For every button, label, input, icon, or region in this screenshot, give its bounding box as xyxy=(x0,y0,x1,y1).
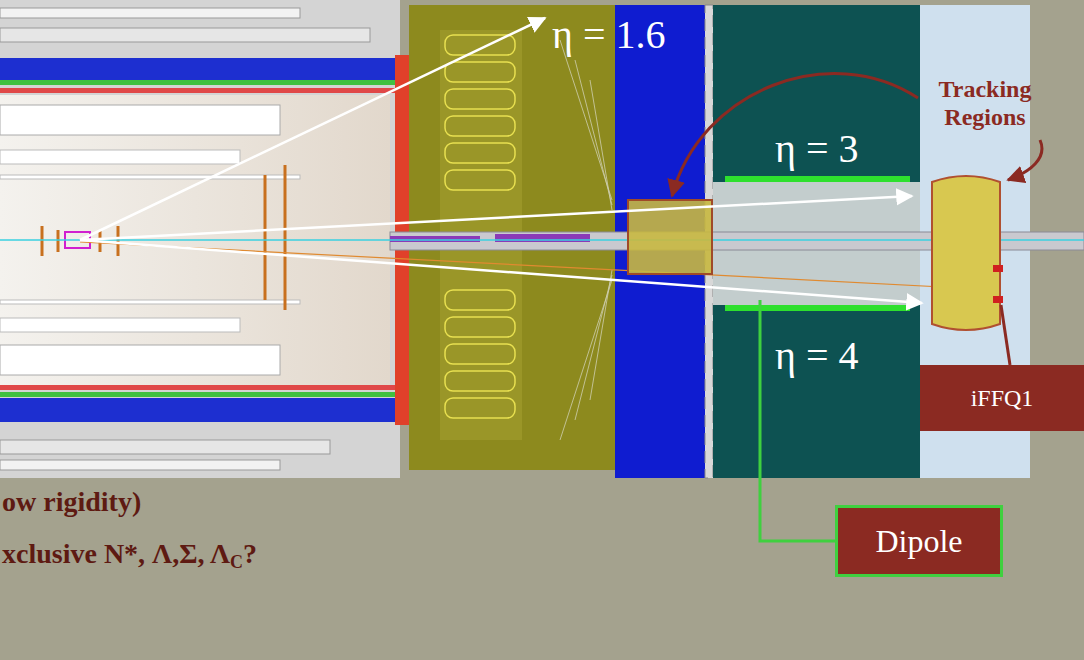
magnet-box: iFFQ1 xyxy=(920,365,1084,431)
magnet-mark xyxy=(993,296,1003,303)
vertex-layer xyxy=(57,230,60,252)
beam-line xyxy=(0,239,1084,241)
cell xyxy=(445,170,515,190)
red-layer xyxy=(0,88,395,93)
cell xyxy=(445,62,515,82)
green-layer xyxy=(0,392,395,397)
eta-ray xyxy=(80,196,912,240)
outer-bar xyxy=(0,440,330,454)
box-label: Dipole xyxy=(875,523,962,560)
pipe-element xyxy=(390,236,480,242)
vertex-layer xyxy=(41,226,44,256)
hatched-cells xyxy=(445,35,515,418)
callout-arrow xyxy=(672,74,918,196)
disk-layer xyxy=(264,175,267,300)
outer-bar xyxy=(0,8,300,18)
eta-label: η = 4 xyxy=(775,333,858,379)
tracker-bar xyxy=(0,345,280,375)
barrel-ground xyxy=(0,0,400,478)
outer-bar xyxy=(0,460,280,470)
bullet-text: ow rigidity) xyxy=(2,486,141,518)
wire xyxy=(590,270,612,400)
green-edge xyxy=(725,305,910,311)
disk-layer xyxy=(284,165,287,310)
subscript: C xyxy=(230,552,243,573)
tracker-bar xyxy=(0,318,240,332)
eta-ray xyxy=(80,240,922,303)
bullet-text: xclusive N*, Λ,Σ, Λ xyxy=(2,538,230,570)
leader-line xyxy=(1001,305,1010,365)
tracking-region xyxy=(932,176,1000,330)
cell xyxy=(445,344,515,364)
barrel-region xyxy=(0,0,409,478)
cell xyxy=(445,371,515,391)
eta-label: η = 1.6 xyxy=(552,12,665,58)
cell xyxy=(445,89,515,109)
region-label: Tracking Regions xyxy=(925,76,1045,131)
red-layer xyxy=(0,385,395,390)
wire xyxy=(575,60,612,205)
bullet-text: ? xyxy=(243,538,257,570)
wire xyxy=(575,275,612,420)
cell xyxy=(445,290,515,310)
tracker-bar xyxy=(0,175,300,179)
cell xyxy=(445,143,515,163)
tracker-bar xyxy=(0,150,240,164)
outer-bar xyxy=(0,28,370,42)
cell xyxy=(445,317,515,337)
green-edge xyxy=(725,176,910,182)
eta-label: η = 3 xyxy=(775,126,858,172)
tracker-bar xyxy=(0,300,300,304)
tracker-bar xyxy=(0,105,280,135)
cell xyxy=(445,116,515,136)
eta-ray xyxy=(80,18,545,240)
magnet-box: Dipole xyxy=(835,505,1003,577)
vertex-layer xyxy=(117,226,120,256)
magnet-mark xyxy=(993,265,1003,272)
calorimeter-band xyxy=(0,398,395,422)
cell xyxy=(445,398,515,418)
calorimeter-band xyxy=(0,58,395,80)
callout-arrow xyxy=(1008,140,1042,180)
box-label: iFFQ1 xyxy=(971,385,1034,412)
green-layer xyxy=(0,80,395,85)
pipe-element xyxy=(495,234,590,242)
wire xyxy=(590,80,612,210)
